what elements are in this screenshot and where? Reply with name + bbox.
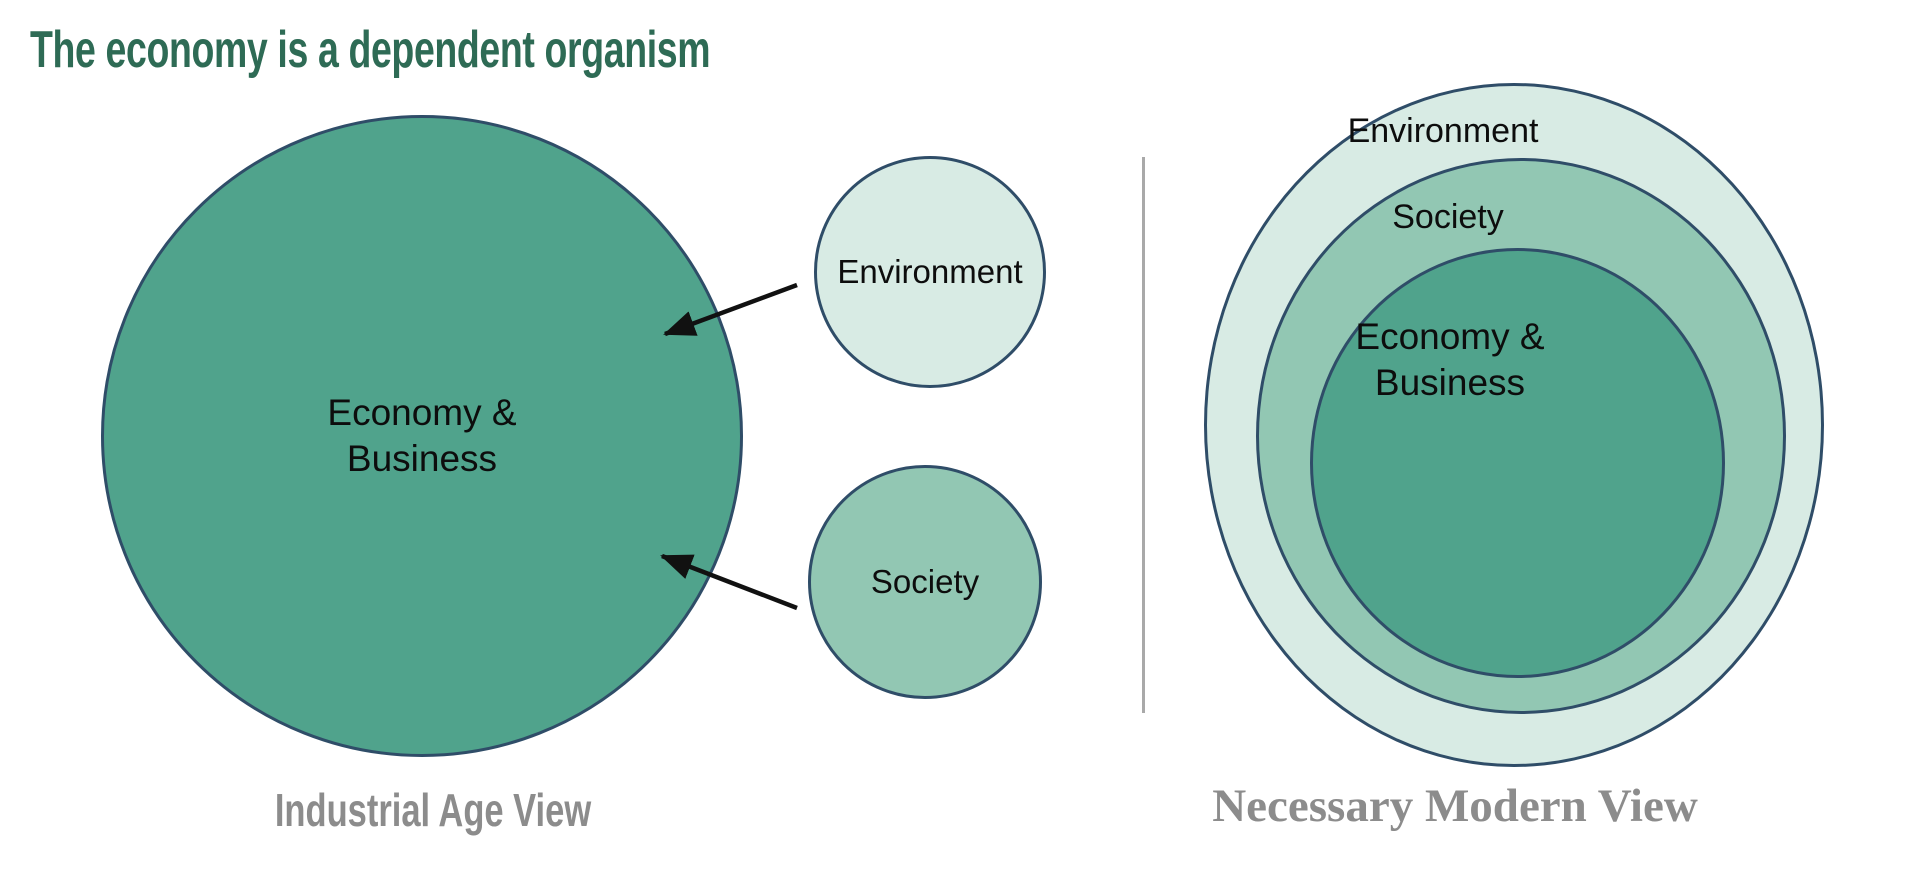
- slide-title-text: The economy is a dependent organism: [30, 21, 711, 79]
- industrial-age-caption: Industrial Age View: [222, 783, 644, 837]
- divider-line: [1142, 157, 1145, 713]
- society-circle: Society: [808, 465, 1042, 699]
- modern-view-caption: Necessary Modern View: [1212, 779, 1698, 833]
- modern-society-label: Society: [1392, 198, 1504, 236]
- modern-economy-circle: [1310, 248, 1725, 678]
- slide-title: The economy is a dependent organism: [30, 20, 975, 80]
- environment-circle: Environment: [814, 156, 1046, 388]
- society-label: Society: [870, 562, 980, 600]
- economy-business-circle: Economy & Business: [101, 115, 743, 757]
- environment-label: Environment: [837, 252, 1023, 290]
- economy-business-label: Economy & Business: [327, 392, 517, 479]
- industrial-age-caption-text: Industrial Age View: [274, 784, 592, 836]
- modern-economy-label: Economy & Business: [1355, 316, 1545, 403]
- modern-environment-label: Environment: [1347, 112, 1539, 150]
- modern-view-caption-text: Necessary Modern View: [1212, 780, 1698, 832]
